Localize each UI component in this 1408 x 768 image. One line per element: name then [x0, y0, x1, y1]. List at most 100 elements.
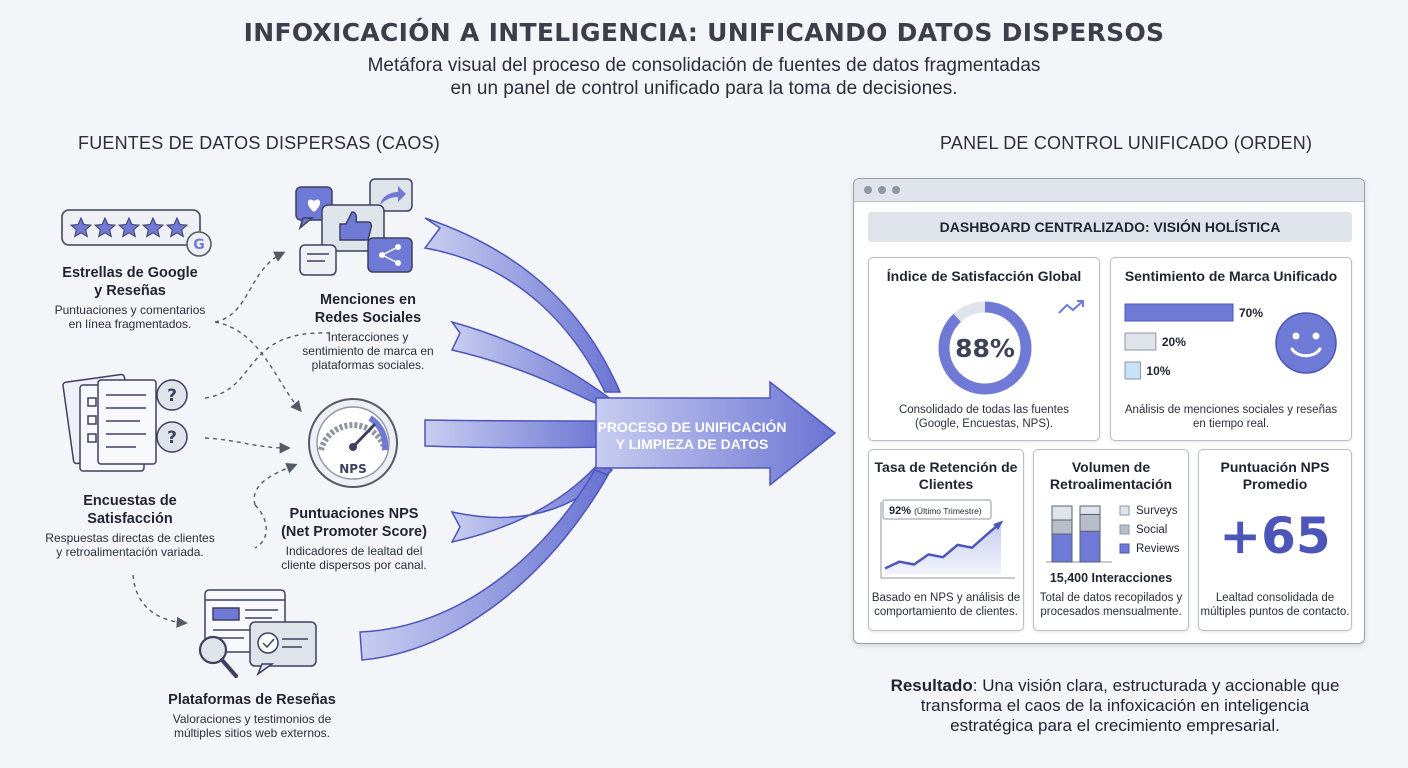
- subtitle-line-2: en un panel de control unificado para la…: [450, 78, 958, 99]
- trend-line: [884, 521, 1002, 570]
- card-title: Volumen de: [1071, 459, 1151, 475]
- window-titlebar: [854, 179, 1364, 202]
- source-desc: Indicadores de lealtad del: [285, 544, 423, 558]
- result-line-3: estratégica para el crecimiento empresar…: [950, 716, 1280, 735]
- window-dot-icon: [878, 186, 886, 194]
- card-desc: en tiempo real.: [1192, 418, 1270, 430]
- result-label: Resultado: [890, 676, 973, 695]
- source-title: Encuestas de: [83, 493, 177, 509]
- subtitle-line-1: Metáfora visual del proceso de consolida…: [367, 55, 1041, 76]
- retention-trend-chart: 92% (Último Trimestre): [880, 499, 1015, 579]
- satisfaction-ring-chart: 88%: [938, 301, 1032, 395]
- source-title: Satisfacción: [87, 511, 173, 527]
- card-desc: procesados mensualmente.: [1040, 606, 1182, 618]
- source-title: y Reseñas: [94, 283, 166, 299]
- retention-callout-note: (Último Trimestre): [914, 506, 982, 516]
- trend-up-icon: [1058, 300, 1084, 314]
- volume-bar-segment-surveys: [1051, 505, 1073, 521]
- source-desc: cliente dispersos por canal.: [281, 558, 427, 572]
- legend-swatch: [1119, 505, 1130, 516]
- flow-stream-5: [359, 469, 610, 661]
- card-title: Promedio: [1242, 476, 1308, 492]
- card-title: Retroalimentación: [1049, 476, 1173, 492]
- svg-text:G: G: [193, 237, 205, 253]
- card-desc: múltiples puntos de contacto.: [1200, 606, 1350, 618]
- volume-bar-segment-reviews: [1079, 530, 1101, 563]
- volume-card: Volumen de Retroalimentación Surveys Soc…: [1033, 449, 1189, 631]
- flow-stream-1: [423, 217, 622, 393]
- sentiment-bar: [1124, 303, 1234, 322]
- google-stars-icon: G: [61, 209, 212, 257]
- source-surveys: Encuestas de Satisfacción Respuestas dir…: [30, 492, 230, 559]
- source-desc: en línea fragmentados.: [68, 317, 192, 331]
- legend-label-reviews: Reviews: [1136, 543, 1180, 555]
- social-media-icon: [295, 178, 413, 276]
- source-title: Estrellas de Google: [62, 265, 198, 281]
- source-desc: y retroalimentación variada.: [56, 545, 204, 559]
- volume-stacked-bar-chart: Surveys Social Reviews: [1046, 505, 1180, 563]
- source-title: Redes Sociales: [314, 310, 422, 326]
- volume-bar-segment-reviews: [1051, 533, 1073, 563]
- volume-stacks: [1051, 505, 1101, 563]
- retention-callout: [882, 499, 992, 520]
- left-section-heading: FUENTES DE DATOS DISPERSAS (CAOS): [78, 133, 440, 153]
- ring-value-arc: [938, 301, 1032, 395]
- source-desc: Respuestas directas de clientes: [45, 531, 215, 545]
- source-title: Puntuaciones NPS: [289, 506, 419, 522]
- dashboard-window: DASHBOARD CENTRALIZADO: VISIÓN HOLÍSTICA…: [853, 178, 1365, 644]
- result-line-1: Resultado: Una visión clara, estructurad…: [870, 676, 1360, 696]
- source-google: Estrellas de Google y Reseñas Puntuacion…: [40, 264, 220, 331]
- card-title: Índice de Satisfacción Global: [886, 268, 1082, 284]
- nps-gauge-icon: NPS: [308, 398, 398, 488]
- dashed-connectors: [132, 251, 331, 628]
- source-title: (Net Promoter Score): [281, 524, 427, 540]
- volume-total: 15,400 Interacciones: [1049, 571, 1173, 585]
- source-social: Menciones en Redes Sociales Interaccione…: [268, 291, 468, 372]
- nps-value: +65: [1219, 507, 1331, 565]
- flow-streams: [359, 217, 837, 661]
- volume-bar-segment-surveys: [1079, 505, 1101, 515]
- volume-bar-segment-social: [1051, 519, 1073, 535]
- card-desc: (Google, Encuestas, NPS).: [914, 418, 1054, 430]
- source-nps: Puntuaciones NPS (Net Promoter Score) In…: [254, 505, 454, 572]
- source-desc: Puntuaciones y comentarios: [54, 303, 206, 317]
- review-platform-icon: [198, 589, 317, 678]
- sentiment-bar: [1124, 332, 1157, 351]
- window-dot-icon: [892, 186, 900, 194]
- legend-label-social: Social: [1136, 524, 1167, 536]
- survey-icon: ? ?: [62, 373, 188, 472]
- legend-swatch: [1119, 524, 1130, 535]
- source-desc: Interacciones y: [327, 330, 409, 344]
- svg-text:?: ?: [167, 428, 177, 448]
- source-review-platforms: Plataformas de Reseñas Valoraciones y te…: [142, 691, 362, 740]
- sentiment-bar: [1124, 361, 1141, 380]
- sentiment-card: Sentimiento de Marca Unificado 70% 20% 1…: [1110, 257, 1352, 441]
- card-desc: Consolidado de todas las fuentes: [898, 404, 1070, 416]
- sentiment-bar-label: 70%: [1239, 306, 1263, 320]
- svg-text:?: ?: [167, 386, 177, 406]
- source-desc: múltiples sitios web externos.: [173, 726, 331, 740]
- main-flow-arrow: [595, 380, 837, 487]
- source-title: Menciones en: [320, 292, 416, 308]
- sentiment-bar-label: 10%: [1146, 364, 1170, 378]
- retention-callout-value: 92%: [889, 505, 911, 517]
- result-statement: Resultado: Una visión clara, estructurad…: [870, 676, 1360, 736]
- source-desc: sentimiento de marca en: [302, 344, 434, 358]
- sentiment-bar-chart: 70% 20% 10%: [1124, 303, 1263, 380]
- card-desc: Análisis de menciones sociales y reseñas: [1124, 404, 1338, 416]
- result-line-2: transforma el caos de la infoxicación en…: [920, 696, 1310, 715]
- card-desc: Lealtad consolidada de: [1215, 592, 1335, 604]
- process-label-line-2: Y LIMPIEZA DE DATOS: [616, 436, 769, 452]
- legend-label-surveys: Surveys: [1136, 505, 1178, 517]
- result-text: : Una visión clara, estructurada y accio…: [972, 676, 1340, 695]
- card-title: Sentimiento de Marca Unificado: [1124, 268, 1338, 284]
- card-title: Tasa de Retención de: [874, 459, 1018, 475]
- nps-icon-label: NPS: [339, 462, 366, 476]
- chart-axes: [880, 502, 1015, 579]
- right-section-heading: PANEL DE CONTROL UNIFICADO (ORDEN): [940, 133, 1313, 153]
- nps-card: Puntuación NPS Promedio +65 Lealtad cons…: [1198, 449, 1352, 631]
- window-dot-icon: [864, 186, 872, 194]
- smiley-face-icon: [1275, 312, 1337, 374]
- retention-callout-text: 92% (Último Trimestre): [889, 505, 982, 517]
